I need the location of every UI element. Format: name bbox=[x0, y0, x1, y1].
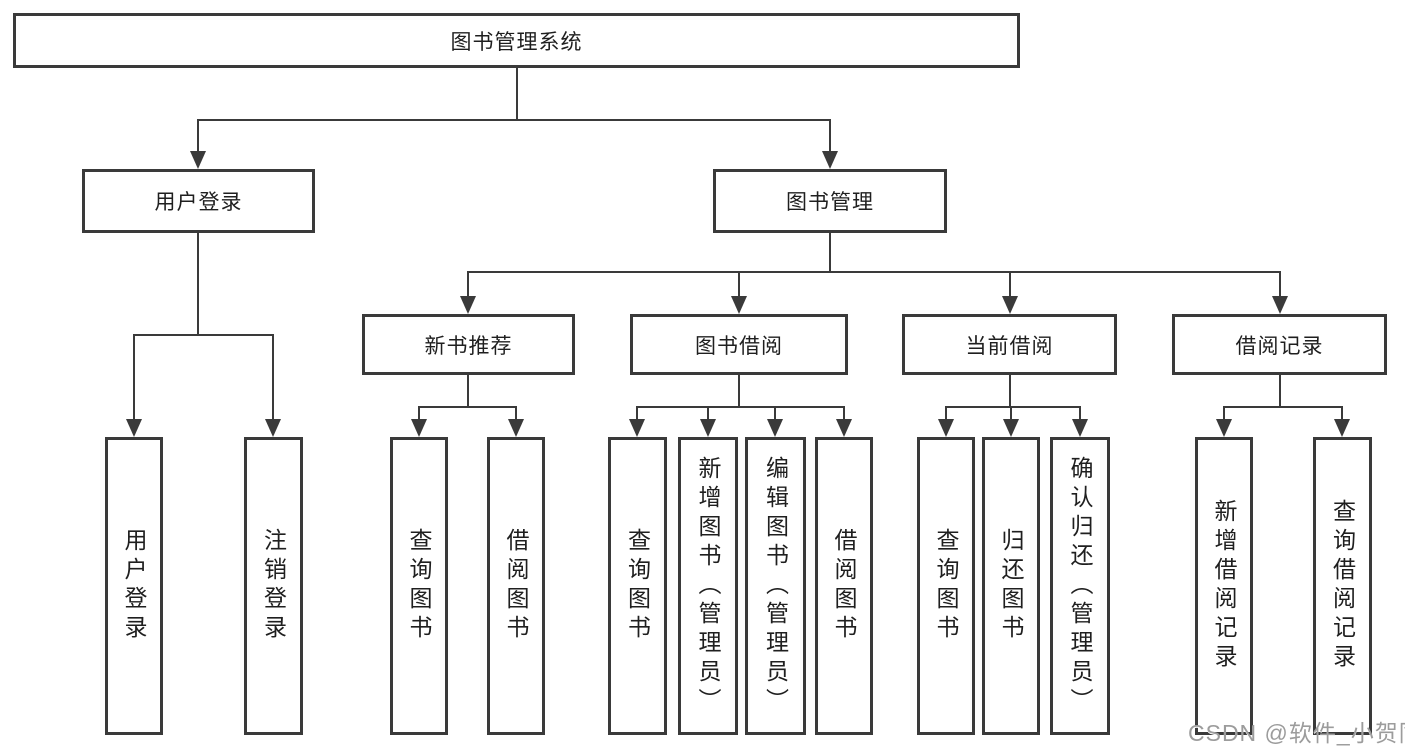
connector-line bbox=[467, 271, 1281, 273]
arrow-down-icon bbox=[1216, 419, 1232, 437]
leaf-label: 新增图书（管理员） bbox=[695, 455, 721, 717]
connector-line bbox=[133, 334, 135, 420]
connector-line bbox=[843, 406, 845, 420]
node-user-login: 用户登录 bbox=[82, 169, 315, 233]
arrow-down-icon bbox=[1003, 419, 1019, 437]
arrow-down-icon bbox=[836, 419, 852, 437]
leaf-label: 借阅图书 bbox=[831, 528, 857, 644]
leaf-label: 用户登录 bbox=[121, 528, 147, 644]
connector-line bbox=[272, 334, 274, 420]
arrow-down-icon bbox=[1334, 419, 1350, 437]
connector-line bbox=[1009, 375, 1011, 408]
leaf-label: 查询借阅记录 bbox=[1329, 499, 1356, 673]
connector-line bbox=[516, 68, 518, 120]
connector-line bbox=[738, 375, 740, 408]
csdn-watermark: CSDN @软件_小贺同学 bbox=[1188, 720, 1405, 746]
node-root-label: 图书管理系统 bbox=[450, 30, 583, 54]
connector-line bbox=[774, 406, 776, 420]
connector-line bbox=[467, 375, 469, 408]
connector-line bbox=[738, 271, 740, 297]
connector-line bbox=[1341, 406, 1343, 420]
connector-line bbox=[515, 406, 517, 420]
leaf-add-books-admin: 新增图书（管理员） bbox=[678, 437, 738, 735]
leaf-query-books-borrowing: 查询图书 bbox=[608, 437, 667, 735]
arrow-down-icon bbox=[265, 419, 281, 437]
node-book-borrowing: 图书借阅 bbox=[630, 314, 848, 375]
connector-line bbox=[197, 119, 199, 153]
connector-line bbox=[829, 233, 831, 273]
leaf-label: 查询图书 bbox=[933, 528, 959, 644]
node-book-management: 图书管理 bbox=[713, 169, 947, 233]
arrow-down-icon bbox=[411, 419, 427, 437]
node-borrowing-records: 借阅记录 bbox=[1172, 314, 1387, 375]
connector-line bbox=[418, 406, 420, 420]
arrow-down-icon bbox=[1002, 296, 1018, 314]
node-book-management-label: 图书管理 bbox=[786, 191, 874, 214]
connector-line bbox=[636, 406, 638, 420]
leaf-logout: 注销登录 bbox=[244, 437, 303, 735]
leaf-user-login: 用户登录 bbox=[105, 437, 163, 735]
node-book-borrowing-label: 图书借阅 bbox=[695, 334, 783, 358]
connector-line bbox=[197, 233, 199, 336]
leaf-label: 查询图书 bbox=[624, 528, 651, 644]
node-new-book-recommend-label: 新书推荐 bbox=[424, 334, 513, 358]
node-root: 图书管理系统 bbox=[13, 13, 1020, 68]
leaf-label: 新增借阅记录 bbox=[1211, 499, 1237, 673]
connector-line bbox=[1010, 406, 1012, 420]
arrow-down-icon bbox=[767, 419, 783, 437]
leaf-query-borrow-record: 查询借阅记录 bbox=[1313, 437, 1372, 735]
leaf-label: 借阅图书 bbox=[503, 528, 529, 644]
node-borrowing-records-label: 借阅记录 bbox=[1235, 334, 1324, 358]
leaf-edit-books-admin: 编辑图书（管理员） bbox=[745, 437, 806, 735]
connector-line bbox=[418, 406, 517, 408]
arrow-down-icon bbox=[938, 419, 954, 437]
leaf-confirm-return-admin: 确认归还（管理员） bbox=[1050, 437, 1110, 735]
node-new-book-recommend: 新书推荐 bbox=[362, 314, 575, 375]
arrow-down-icon bbox=[508, 419, 524, 437]
connector-line bbox=[945, 406, 1081, 408]
arrow-down-icon bbox=[460, 296, 476, 314]
connector-line bbox=[1279, 271, 1281, 297]
arrow-down-icon bbox=[190, 151, 206, 169]
leaf-borrow-books: 借阅图书 bbox=[815, 437, 873, 735]
arrow-down-icon bbox=[629, 419, 645, 437]
connector-line bbox=[1079, 406, 1081, 420]
connector-line bbox=[707, 406, 709, 420]
connector-line bbox=[829, 119, 831, 153]
leaf-label: 确认归还（管理员） bbox=[1067, 455, 1093, 717]
connector-line bbox=[133, 334, 274, 336]
connector-line bbox=[636, 406, 845, 408]
connector-line bbox=[945, 406, 947, 420]
leaf-query-books-current: 查询图书 bbox=[917, 437, 975, 735]
connector-line bbox=[1009, 271, 1011, 297]
node-user-login-label: 用户登录 bbox=[154, 191, 243, 214]
arrow-down-icon bbox=[731, 296, 747, 314]
arrow-down-icon bbox=[1272, 296, 1288, 314]
leaf-return-books: 归还图书 bbox=[982, 437, 1040, 735]
arrow-down-icon bbox=[822, 151, 838, 169]
connector-line bbox=[1223, 406, 1225, 420]
leaf-label: 归还图书 bbox=[998, 528, 1024, 644]
connector-line bbox=[467, 271, 469, 297]
connector-line bbox=[1279, 375, 1281, 408]
connector-line bbox=[1223, 406, 1343, 408]
node-current-borrowing: 当前借阅 bbox=[902, 314, 1117, 375]
leaf-label: 查询图书 bbox=[406, 528, 432, 644]
node-current-borrowing-label: 当前借阅 bbox=[965, 334, 1054, 358]
leaf-borrow-books-recommend: 借阅图书 bbox=[487, 437, 545, 735]
arrow-down-icon bbox=[126, 419, 142, 437]
leaf-query-books-recommend: 查询图书 bbox=[390, 437, 448, 735]
leaf-label: 编辑图书（管理员） bbox=[762, 455, 789, 717]
connector-line bbox=[197, 119, 831, 121]
arrow-down-icon bbox=[1072, 419, 1088, 437]
arrow-down-icon bbox=[700, 419, 716, 437]
leaf-label: 注销登录 bbox=[260, 528, 287, 644]
leaf-add-borrow-record: 新增借阅记录 bbox=[1195, 437, 1253, 735]
